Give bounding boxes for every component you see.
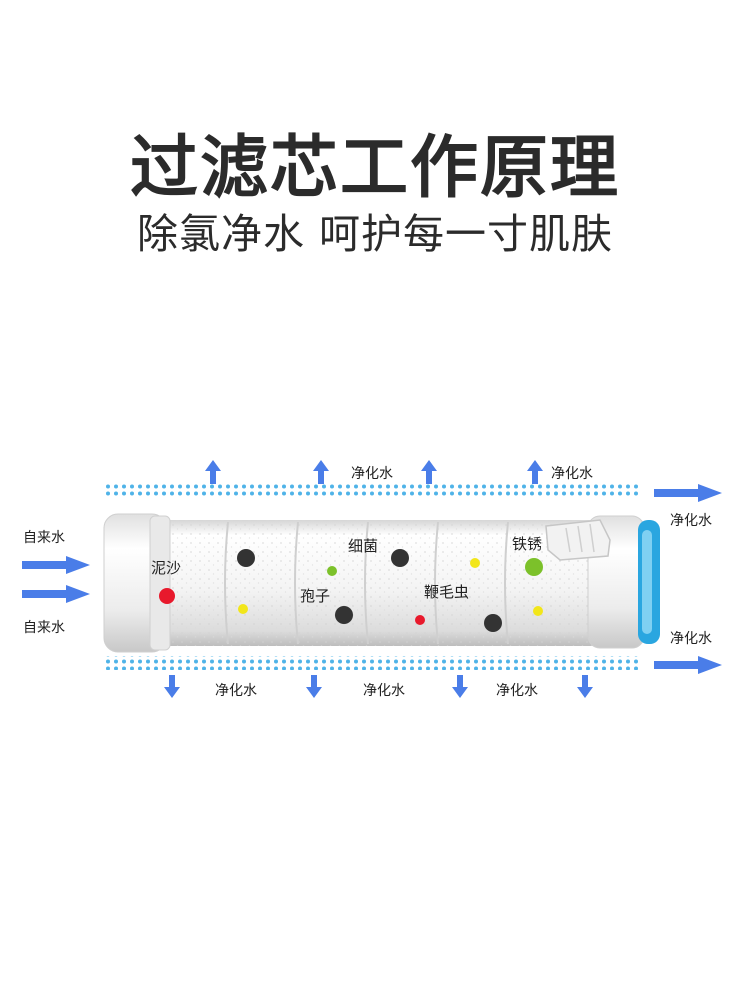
particle-flagellate-red [415, 615, 425, 625]
particle-green-small [327, 566, 337, 576]
outlet-label: 净化水 [670, 631, 712, 647]
bottom-output-label: 净化水 [363, 683, 405, 699]
bottom-output-label: 净化水 [496, 683, 538, 699]
outlet-arrow-icon [654, 484, 722, 502]
particle-black [484, 614, 502, 632]
top-output-label: 净化水 [551, 466, 593, 482]
page-title: 过滤芯工作原理 [129, 129, 620, 208]
label-flagellates: 鞭毛虫 [424, 583, 469, 601]
inlet-arrow-icon [22, 585, 90, 603]
outlet-label: 净化水 [670, 513, 712, 529]
particle-black [237, 549, 255, 567]
down-arrow-icon [577, 675, 593, 698]
water-band-bottom [106, 656, 640, 670]
particle-bacteria-black [391, 549, 409, 567]
up-arrow-icon [527, 460, 543, 484]
label-bacteria: 细菌 [348, 537, 378, 555]
inlet-label: 自来水 [23, 620, 65, 636]
particle-rust-green [525, 558, 543, 576]
particle-yellow [470, 558, 480, 568]
down-arrow-icon [452, 675, 468, 698]
label-rust: 铁锈 [512, 535, 542, 553]
filter-cartridge [103, 513, 660, 653]
up-arrow-icon [205, 460, 221, 484]
water-band-top [106, 484, 640, 498]
inlet-arrow-icon [22, 556, 90, 574]
particle-sludge-red [159, 588, 175, 604]
page-subtitle: 除氯净水 呵护每一寸肌肤 [136, 210, 614, 258]
outlet-arrow-icon [654, 656, 722, 674]
inlet-label: 自来水 [23, 530, 65, 546]
up-arrow-icon [313, 460, 329, 484]
label-spores: 孢子 [300, 587, 330, 605]
top-output-label: 净化水 [351, 466, 393, 482]
particle-yellow [533, 606, 543, 616]
particle-yellow [238, 604, 248, 614]
bottom-output-label: 净化水 [215, 683, 257, 699]
up-arrow-icon [421, 460, 437, 484]
particle-spore-black [335, 606, 353, 624]
label-sludge: 泥沙 [151, 559, 181, 577]
down-arrow-icon [306, 675, 322, 698]
down-arrow-icon [164, 675, 180, 698]
